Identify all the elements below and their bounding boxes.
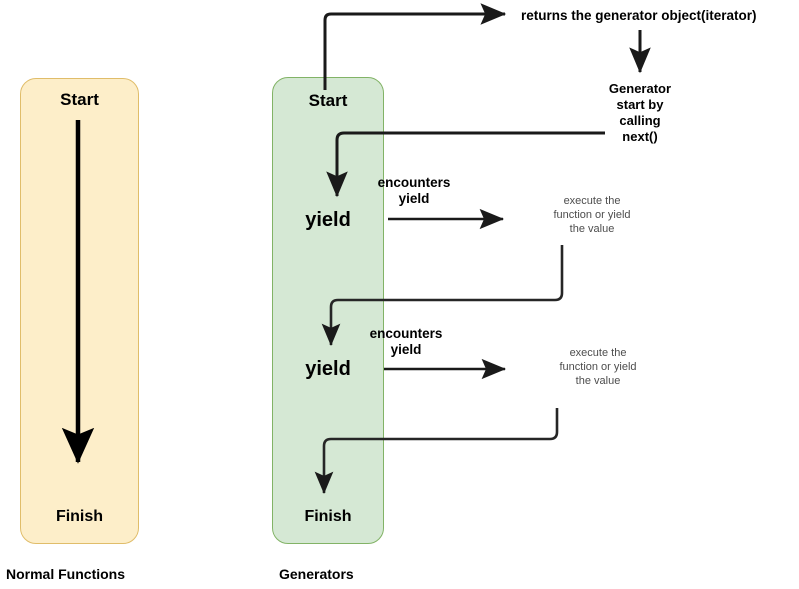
- generators-yield-first-label: yield: [305, 209, 351, 231]
- normal-functions-start-label: Start: [60, 90, 99, 109]
- execute-value-note-1-line-3: the value: [569, 222, 615, 235]
- encounters-yield-note-1: encounters yield: [336, 175, 492, 208]
- generators-caption: Generators: [279, 566, 354, 582]
- execute-value-note-2-line-1: execute the: [569, 347, 627, 359]
- normal-functions-caption: Normal Functions: [6, 566, 126, 582]
- generators-container: [272, 77, 384, 544]
- encounters-yield-note-1-line-1: encounters: [377, 175, 451, 190]
- generators-finish-label: Finish: [304, 508, 352, 525]
- generator-start-note-line-1: Generator: [608, 81, 672, 96]
- generators-yield-second-label: yield: [305, 358, 351, 380]
- returns-generator-object-note: returns the generator object(iterator): [521, 8, 757, 23]
- encounters-yield-note-2-line-2: yield: [390, 342, 422, 358]
- execute-value-note-2: execute the function or yield the value: [522, 347, 674, 388]
- encounters-yield-note-2-line-1: encounters: [369, 326, 443, 341]
- generator-start-note-line-3: calling: [619, 112, 661, 128]
- generator-start-next-note: Generator start by calling next(): [576, 81, 704, 144]
- encounters-yield-note-1-line-2: yield: [398, 191, 430, 207]
- generator-start-note-line-4: next(): [622, 128, 658, 144]
- generators-start-label: Start: [308, 91, 348, 110]
- execute-value-note-1-line-2: function or yield: [553, 208, 631, 221]
- execute-value-note-2-line-3: the value: [575, 374, 621, 387]
- execute-value-note-1: execute the function or yield the value: [516, 195, 668, 236]
- encounters-yield-note-2: encounters yield: [328, 326, 484, 359]
- execute-value-note-2-line-2: function or yield: [559, 360, 637, 373]
- normal-functions-container: [20, 78, 139, 544]
- generator-start-note-line-2: start by: [616, 96, 664, 112]
- normal-functions-finish-label: Finish: [55, 508, 104, 525]
- execute-value-note-1-line-1: execute the: [563, 195, 621, 207]
